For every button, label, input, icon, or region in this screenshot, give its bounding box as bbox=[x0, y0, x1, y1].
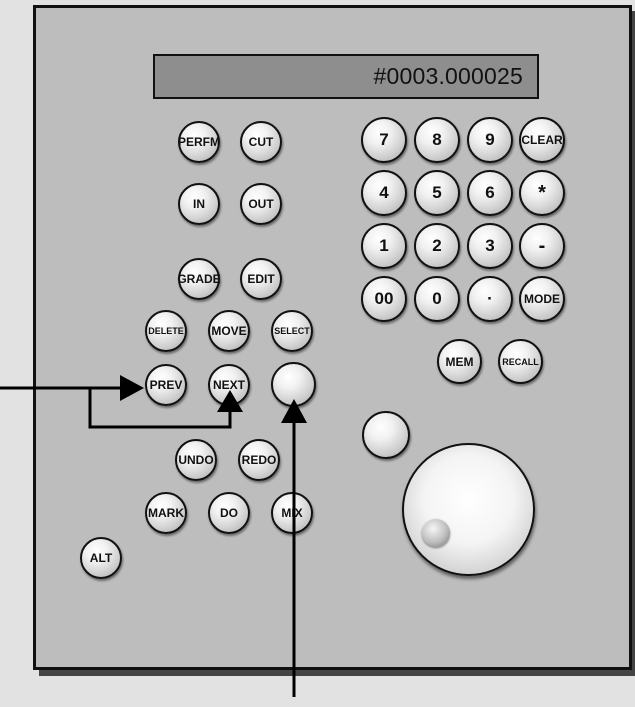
key-4[interactable]: 4 bbox=[361, 170, 407, 216]
mode-button[interactable]: MODE bbox=[519, 276, 565, 322]
control-panel bbox=[33, 5, 632, 670]
key-0[interactable]: 0 bbox=[414, 276, 460, 322]
grade-button[interactable]: GRADE bbox=[177, 258, 221, 300]
mem-button[interactable]: MEM bbox=[437, 339, 482, 384]
select-button[interactable]: SELECT bbox=[271, 310, 313, 352]
clear-button[interactable]: CLEAR bbox=[519, 117, 565, 163]
key-1[interactable]: 1 bbox=[361, 223, 407, 269]
delete-button[interactable]: DELETE bbox=[145, 310, 187, 352]
mix-button[interactable]: MIX bbox=[271, 492, 313, 534]
jog-mode-button[interactable] bbox=[362, 411, 410, 459]
redo-button[interactable]: REDO bbox=[238, 439, 280, 481]
display-text: #0003.000025 bbox=[373, 63, 523, 89]
edit-button[interactable]: EDIT bbox=[240, 258, 282, 300]
key-9[interactable]: 9 bbox=[467, 117, 513, 163]
jog-wheel[interactable] bbox=[402, 443, 535, 576]
key-7[interactable]: 7 bbox=[361, 117, 407, 163]
undo-button[interactable]: UNDO bbox=[175, 439, 217, 481]
recall-button[interactable]: RECALL bbox=[498, 339, 543, 384]
key-star[interactable]: * bbox=[519, 170, 565, 216]
alt-button[interactable]: ALT bbox=[80, 537, 122, 579]
key-6[interactable]: 6 bbox=[467, 170, 513, 216]
key-5[interactable]: 5 bbox=[414, 170, 460, 216]
key-00[interactable]: 00 bbox=[361, 276, 407, 322]
key-3[interactable]: 3 bbox=[467, 223, 513, 269]
lcd-display: #0003.000025 bbox=[153, 54, 539, 99]
prev-button[interactable]: PREV bbox=[145, 364, 187, 406]
next-button[interactable]: NEXT bbox=[208, 364, 250, 406]
in-button[interactable]: IN bbox=[178, 183, 220, 225]
key-2[interactable]: 2 bbox=[414, 223, 460, 269]
perfm-button[interactable]: PERFM bbox=[178, 121, 220, 163]
cut-button[interactable]: CUT bbox=[240, 121, 282, 163]
unlabeled-button[interactable] bbox=[271, 362, 316, 407]
out-button[interactable]: OUT bbox=[240, 183, 282, 225]
move-button[interactable]: MOVE bbox=[208, 310, 250, 352]
jog-wheel-finger-dimple bbox=[422, 519, 450, 547]
key-dot[interactable]: · bbox=[467, 276, 513, 322]
mark-button[interactable]: MARK bbox=[145, 492, 187, 534]
key-8[interactable]: 8 bbox=[414, 117, 460, 163]
key-minus[interactable]: - bbox=[519, 223, 565, 269]
do-button[interactable]: DO bbox=[208, 492, 250, 534]
